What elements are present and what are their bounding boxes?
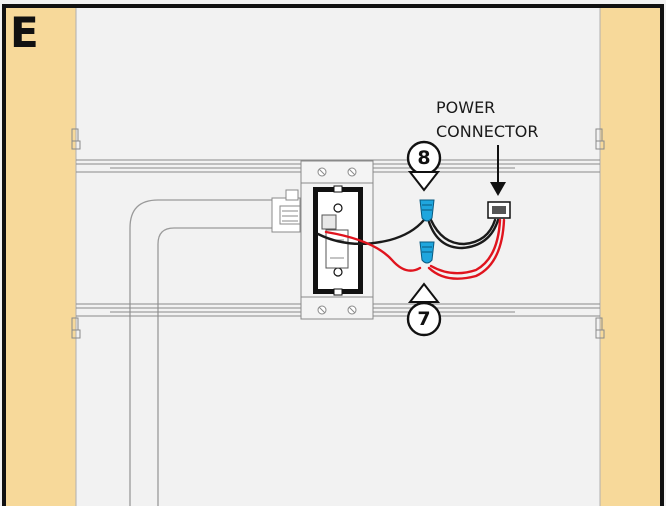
left-stud [6,8,76,506]
right-stud [600,8,662,506]
lower-wire-nut [419,241,435,264]
step-letter: E [10,8,39,57]
callout-7-number: 7 [417,308,431,330]
power-connector [487,201,511,219]
upper-wire-nut [419,199,435,222]
callout-8 [406,140,442,192]
frame-border [2,4,664,506]
power-connector-label-line2: CONNECTOR [436,122,539,141]
power-connector-label-line1: POWER [436,98,496,117]
power-connector-label: POWER CONNECTOR [436,96,576,144]
red-wires [324,218,506,280]
conduit-connector [271,189,301,233]
conduit-pipe [129,199,280,506]
callout-8-number: 8 [417,147,431,169]
black-wires [316,218,500,250]
power-connector-arrow [490,145,506,196]
callout-7 [406,282,442,337]
